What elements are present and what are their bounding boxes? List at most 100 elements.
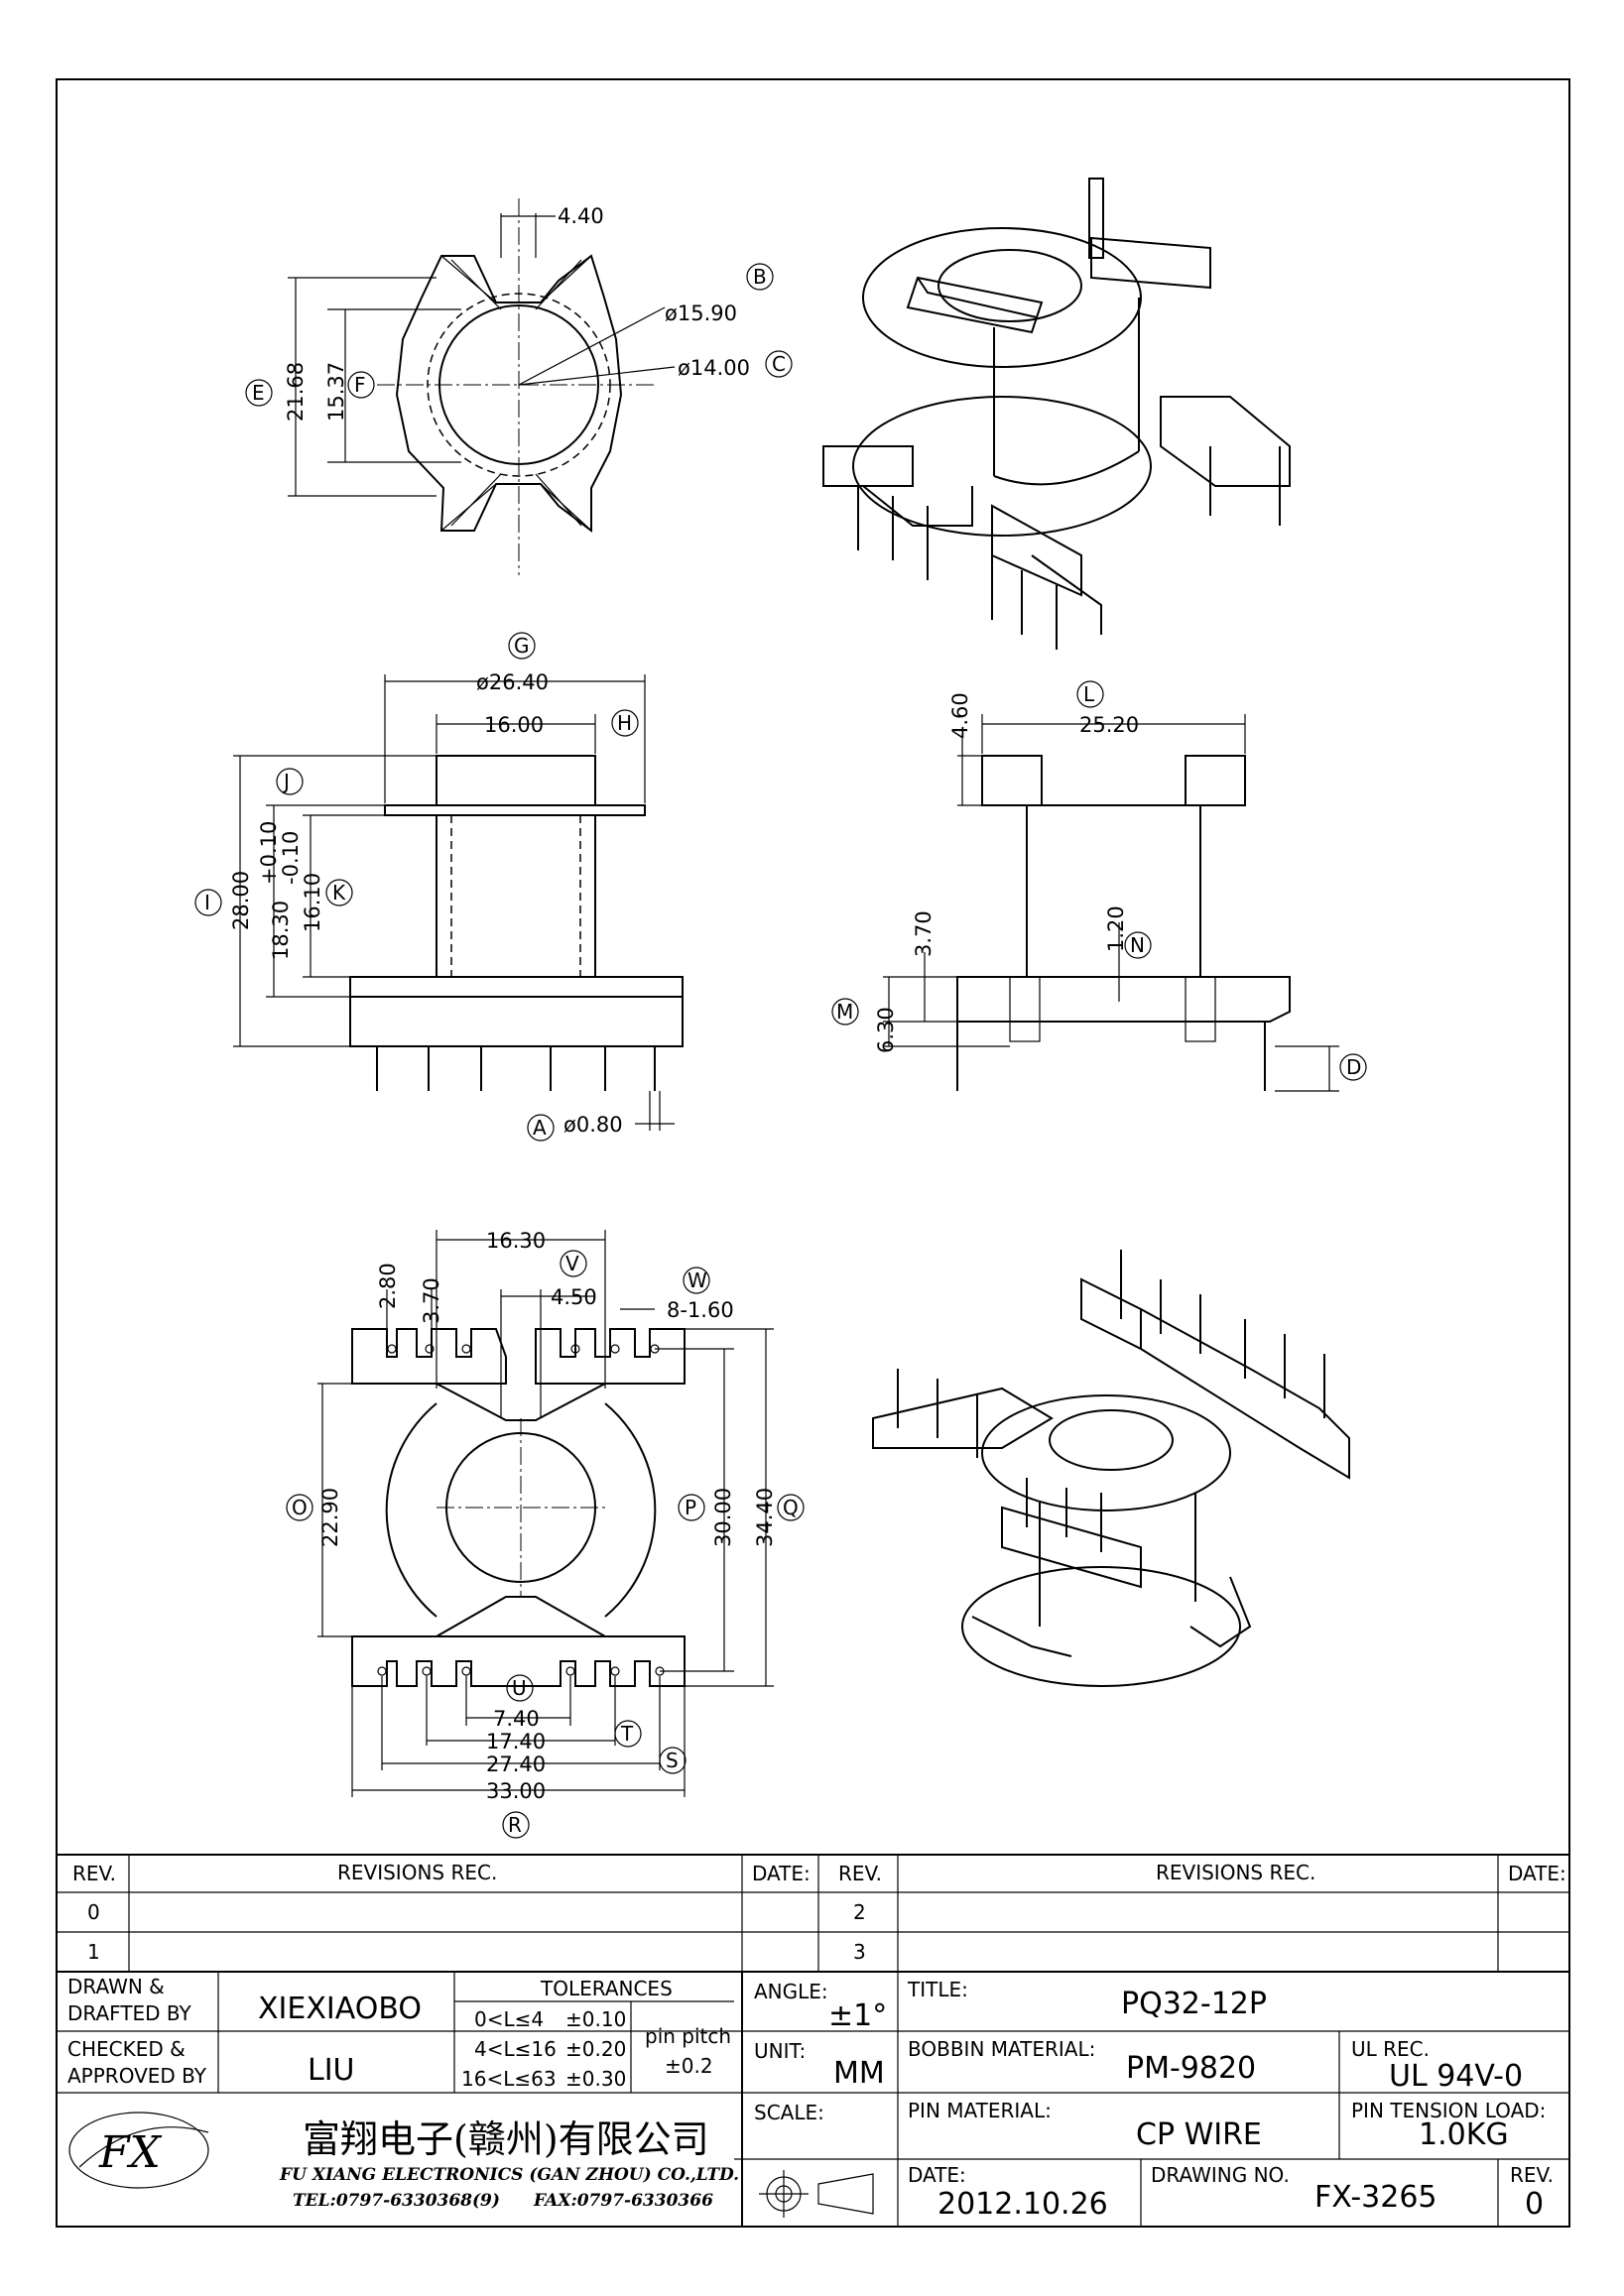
- side-view: 25.20 4.60 3.70 6.30 1.20 L N M D: [831, 680, 1367, 1092]
- dim-34-40: 34.40: [753, 1488, 777, 1547]
- company-logo-icon: FX: [68, 2112, 209, 2189]
- unit-value: MM: [833, 2056, 885, 2091]
- rev-row-0: 0: [87, 1900, 100, 1924]
- company-name-cn: 富翔电子(赣州)有限公司: [303, 2117, 709, 2161]
- revisions-header-left: REVISIONS REC.: [337, 1861, 497, 1884]
- dim-17-40: 17.40: [486, 1730, 546, 1753]
- dim-2-80: 2.80: [376, 1263, 400, 1309]
- drawing-frame: [56, 78, 1570, 2228]
- tag-l: L: [1083, 682, 1095, 706]
- tag-o: O: [292, 1496, 308, 1519]
- dim-dia-15-90: ø15.90: [665, 302, 737, 325]
- tol-range-3: 16<L≤63: [461, 2067, 557, 2091]
- tag-r: R: [508, 1813, 522, 1837]
- tag-q: Q: [783, 1496, 799, 1519]
- ul-rec-value: UL 94V-0: [1389, 2059, 1523, 2094]
- unit-label: UNIT:: [754, 2039, 806, 2063]
- tag-d: D: [1346, 1055, 1361, 1079]
- dim-22-90: 22.90: [318, 1488, 342, 1547]
- tol-minus: -0.10: [279, 831, 303, 885]
- tol-value-2: ±0.20: [565, 2037, 626, 2061]
- drawn-by-value: XIEXIAOBO: [258, 1992, 422, 2026]
- drawing-no-value: FX-3265: [1314, 2180, 1437, 2215]
- dim-25-20: 25.20: [1079, 713, 1139, 737]
- company-fax: FAX:0797-6330366: [533, 2191, 713, 2211]
- dim-30-00: 30.00: [711, 1488, 735, 1547]
- tag-j: J: [282, 770, 290, 793]
- rev-header-right: REV.: [838, 1862, 882, 1885]
- dim-16-00: 16.00: [484, 713, 544, 737]
- pin-material-value: CP WIRE: [1136, 2117, 1262, 2152]
- tag-w: W: [687, 1269, 707, 1292]
- date-header-right: DATE:: [1508, 1862, 1566, 1885]
- tag-i: I: [204, 891, 210, 914]
- dim-16-30: 16.30: [486, 1229, 546, 1253]
- dim-7-40: 7.40: [493, 1707, 540, 1731]
- checked-by-value: LIU: [308, 2053, 355, 2088]
- dim-4-60: 4.60: [948, 692, 972, 739]
- tag-b: B: [753, 265, 767, 289]
- drawn-label-1: DRAWN &: [67, 1975, 165, 1998]
- dim-6-30: 6.30: [874, 1007, 898, 1053]
- dim-1-20: 1.20: [1104, 906, 1128, 952]
- date-header-left: DATE:: [752, 1862, 811, 1885]
- pin-pitch-value: ±0.2: [665, 2054, 713, 2078]
- tag-g: G: [514, 634, 530, 658]
- front-view: ø26.40 16.00 28.00 18.30 +0.10 -0.10 16.…: [194, 632, 684, 1142]
- bobbin-material-value: PM-9820: [1126, 2051, 1256, 2086]
- tag-c: C: [772, 352, 786, 376]
- tag-n: N: [1130, 933, 1145, 957]
- dim-dia-14-00: ø14.00: [678, 356, 750, 380]
- dim-28-00: 28.00: [229, 871, 253, 930]
- title-block: REV. REVISIONS REC. DATE: REV. REVISIONS…: [57, 1854, 1569, 2227]
- tag-v: V: [565, 1252, 579, 1275]
- pin-tension-label: PIN TENSION LOAD:: [1351, 2099, 1546, 2122]
- angle-label: ANGLE:: [754, 1980, 828, 2003]
- scale-label: SCALE:: [754, 2101, 824, 2124]
- top-view: 4.40 ø15.90 ø14.00 21.68 15.37 B C E F: [245, 198, 793, 575]
- tol-plus: +0.10: [257, 821, 281, 885]
- dim-18-30: 18.30: [269, 901, 293, 960]
- tag-u: U: [512, 1676, 527, 1700]
- tol-value-3: ±0.30: [565, 2067, 626, 2091]
- ul-rec-label: UL REC.: [1351, 2037, 1430, 2061]
- dim-dia-26-40: ø26.40: [476, 670, 549, 694]
- dim-3-70-side: 3.70: [912, 910, 936, 957]
- tag-a: A: [533, 1116, 547, 1140]
- pin-pitch-label: pin pitch: [645, 2024, 731, 2048]
- checked-label-1: CHECKED &: [67, 2037, 186, 2061]
- company-tel: TEL:0797-6330368(9): [293, 2191, 500, 2211]
- checked-label-2: APPROVED BY: [67, 2064, 207, 2088]
- drawn-label-2: DRAFTED BY: [67, 2001, 192, 2025]
- revisions-header-right: REVISIONS REC.: [1156, 1861, 1315, 1884]
- dim-15-37: 15.37: [324, 362, 348, 422]
- dim-3-70-bottom: 3.70: [420, 1277, 443, 1324]
- tag-m: M: [836, 1000, 853, 1024]
- svg-text:FX: FX: [98, 2127, 163, 2178]
- bobbin-material-label: BOBBIN MATERIAL:: [908, 2037, 1095, 2061]
- projection-symbol-icon: [759, 2170, 874, 2218]
- rev-row-2: 2: [853, 1900, 866, 1924]
- dim-8-1-60: 8-1.60: [667, 1298, 734, 1322]
- tag-s: S: [666, 1749, 679, 1772]
- drawing-no-label: DRAWING NO.: [1151, 2163, 1290, 2187]
- date-value: 2012.10.26: [937, 2187, 1108, 2222]
- tag-h: H: [617, 711, 632, 735]
- bottom-view: 16.30 2.80 3.70 4.50 8-1.60 22.90 30.00 …: [286, 1229, 805, 1839]
- dim-16-10: 16.10: [301, 873, 324, 932]
- rev-header-left: REV.: [72, 1862, 116, 1885]
- date-label: DATE:: [908, 2163, 966, 2187]
- tol-range-2: 4<L≤16: [474, 2037, 557, 2061]
- tag-t: T: [620, 1722, 634, 1746]
- tag-f: F: [354, 373, 366, 397]
- rev-row-1: 1: [87, 1940, 100, 1964]
- isometric-view-top: [822, 178, 1291, 650]
- tolerances-title: TOLERANCES: [540, 1977, 673, 2000]
- title-label: TITLE:: [907, 1978, 968, 2001]
- tag-k: K: [332, 881, 346, 905]
- dim-27-40: 27.40: [486, 1752, 546, 1776]
- tag-e: E: [252, 381, 265, 405]
- company-name-en: FU XIANG ELECTRONICS (GAN ZHOU) CO.,LTD.: [279, 2165, 739, 2185]
- rev-label: REV.: [1510, 2163, 1554, 2187]
